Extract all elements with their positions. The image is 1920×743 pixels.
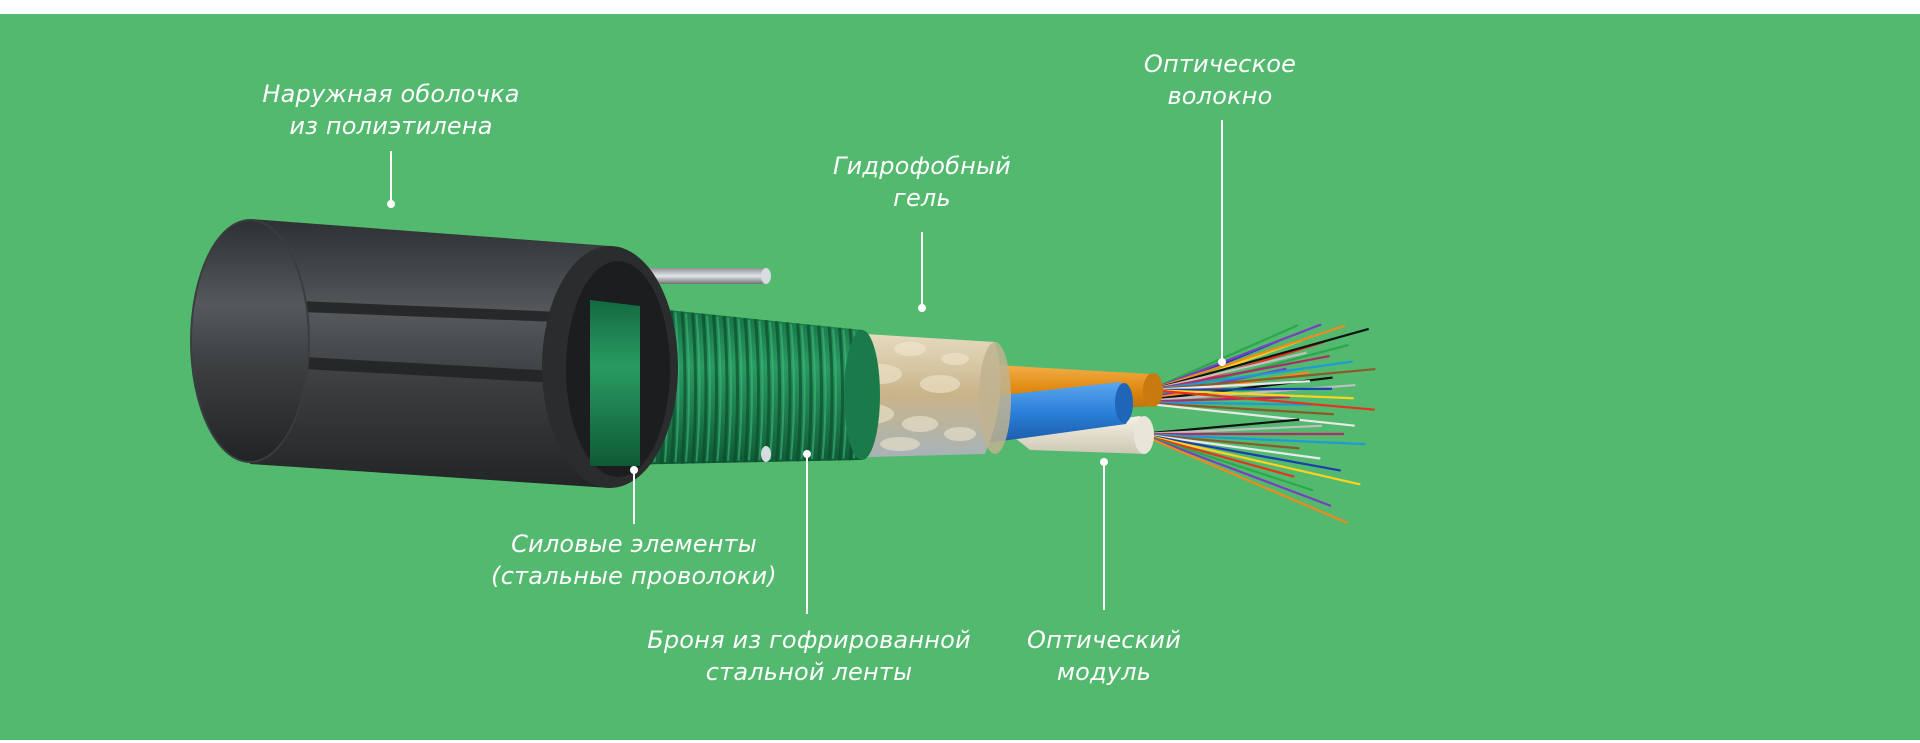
armor-rib-highlight (737, 318, 743, 461)
gel-blob (920, 375, 960, 393)
armor-rib-highlight (779, 323, 785, 460)
outer-sheath (250, 219, 610, 488)
armor-rib (754, 318, 760, 463)
sheath-stripe-bottom (250, 354, 610, 386)
optical-fiber-strand (1139, 432, 1332, 507)
armor-rib (712, 314, 718, 464)
armor-rib (827, 326, 834, 461)
optical-fiber-strand (1139, 432, 1341, 472)
gel-blob (941, 353, 969, 365)
optical-fiber-strand (1139, 424, 1322, 436)
optical-fiber-strand (1149, 324, 1346, 392)
label-hydrophobic-gel: Гидрофобный гель (833, 152, 1011, 212)
armor-rib-highlight (695, 314, 701, 462)
optical-fiber-strand (1129, 400, 1355, 427)
armor-rib-highlight (821, 327, 827, 459)
diagram-panel: Наружная оболочка из полиэтилена Силовые… (0, 14, 1920, 740)
optical-fiber-strand (1129, 400, 1312, 406)
cable-illustration (0, 14, 1920, 740)
armor-rib (838, 327, 844, 461)
armor-rib-highlight (727, 317, 732, 461)
optical-fiber-strand (1149, 387, 1332, 392)
armor-rib-highlight (832, 328, 837, 459)
label-armor: Броня из гофрированной стальной ленты (647, 626, 971, 686)
optical-fiber-strand (1139, 432, 1349, 525)
optical-fiber-strand (1149, 380, 1310, 392)
armor-rib-highlight (790, 324, 795, 460)
optical-fiber-strand (1139, 432, 1321, 460)
gel-blob (902, 416, 938, 432)
optical-fiber-strand (1139, 432, 1366, 446)
label-optical-fiber: Оптическое волокно (1143, 50, 1297, 110)
optical-fiber-strand (1139, 418, 1300, 436)
leader-lines (387, 120, 1226, 614)
sheath-stripe-top (250, 299, 610, 324)
armor-rib-highlight (748, 319, 753, 461)
armor-rib-highlight (685, 313, 690, 462)
optical-fiber-strand (1139, 432, 1300, 450)
armor-rib-highlight (716, 316, 722, 462)
armor-rib (796, 323, 802, 462)
armor-rib (764, 320, 771, 463)
label-strength-members: Силовые элементы (стальные проволоки) (491, 530, 777, 590)
optical-fiber-strand (1129, 400, 1334, 416)
label-outer-sheath: Наружная оболочка из полиэтилена (262, 80, 520, 140)
optical-fiber-strand (1149, 367, 1376, 392)
optical-fiber-strand (1149, 388, 1375, 411)
optical-fiber-strand (1149, 327, 1369, 392)
optical-fiber-strand (1139, 432, 1314, 492)
armor-rib (817, 325, 823, 462)
armor-rib (785, 322, 792, 462)
label-optical-module: Оптический модуль (1027, 626, 1181, 686)
optical-fiber-strand (1149, 388, 1354, 400)
armor-rib-highlight (674, 312, 680, 462)
optical-fiber-strand (1149, 355, 1330, 392)
armor-rib (743, 317, 750, 463)
gel-blob (880, 437, 920, 451)
armor-rib (680, 311, 687, 464)
optical-fiber-strand (1139, 432, 1361, 486)
armor-rib-highlight (758, 320, 764, 461)
optical-fiber-strand (1149, 360, 1353, 392)
armor-rib-highlight (706, 315, 711, 462)
optical-fiber-strand (1149, 323, 1322, 392)
armor-rib (733, 316, 739, 463)
armor-rib (806, 324, 813, 462)
armor-rib (722, 315, 729, 463)
armor-rib (701, 313, 708, 464)
armor-rib (691, 312, 697, 464)
armor-rib-highlight (811, 326, 816, 460)
optical-fiber-strand (1139, 432, 1295, 478)
optical-fiber-strand (1149, 351, 1307, 392)
armor-rib-highlight (769, 322, 774, 461)
armor-rib-highlight (800, 325, 806, 460)
armor-rib (775, 321, 781, 462)
gel-blob (894, 342, 926, 356)
optical-fiber-strand (1149, 324, 1299, 392)
gel-blob (944, 427, 976, 441)
